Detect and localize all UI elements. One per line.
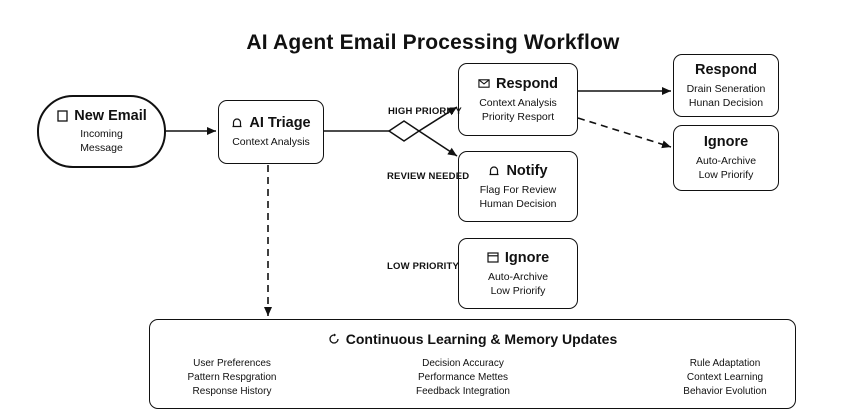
- learning-item: Pattern Respgration: [187, 372, 277, 383]
- node-respond-right-line: Hunan Decision: [688, 96, 764, 109]
- node-new-email-line: Message: [80, 142, 123, 154]
- node-notify-line: Flag For Review: [479, 183, 557, 196]
- node-ignore-middle-line: Low Priorify: [490, 284, 546, 297]
- learning-panel[interactable]: Continuous Learning & Memory Updates: [149, 319, 796, 409]
- node-ai-triage[interactable]: AI Triage Context Analysis: [218, 100, 324, 164]
- window-icon: [487, 252, 499, 264]
- learning-item: Decision Accuracy: [422, 358, 504, 369]
- node-respond-middle-line: Context Analysis: [479, 96, 557, 109]
- node-respond-right-title: Respond: [694, 61, 758, 78]
- learning-item: Rule Adaptation: [689, 358, 761, 369]
- node-notify-line: Human Decision: [479, 197, 557, 210]
- learning-title: Continuous Learning & Memory Updates: [345, 331, 618, 347]
- learning-item: Context Learning: [686, 372, 764, 383]
- node-ignore-middle-header: Ignore: [487, 250, 549, 266]
- learning-item: User Preferences: [193, 358, 271, 369]
- node-ai-triage-header: AI Triage: [231, 115, 311, 131]
- node-new-email[interactable]: New Email Incoming Message: [37, 95, 166, 168]
- node-respond-middle[interactable]: Respond Context Analysis Priority Respor…: [458, 63, 578, 136]
- node-ignore-right[interactable]: Ignore Auto-Archive Low Priorify: [673, 125, 779, 191]
- decision-diamond: [387, 120, 421, 142]
- learning-item: Performance Mettes: [417, 372, 509, 383]
- node-notify[interactable]: Notify Flag For Review Human Decision: [458, 151, 578, 222]
- node-respond-middle-header: Respond: [478, 76, 558, 92]
- node-new-email-header: New Email: [56, 108, 147, 124]
- learning-header: Continuous Learning & Memory Updates: [328, 331, 617, 347]
- refresh-icon: [328, 333, 340, 345]
- node-new-email-title: New Email: [74, 108, 147, 124]
- edge-review-needed: [418, 130, 458, 157]
- learning-item: Behavior Evolution: [683, 386, 767, 397]
- node-notify-title: Notify: [506, 162, 548, 179]
- bell-icon: [231, 117, 243, 129]
- learning-column-1: User Preferences Pattern Respgration Res…: [147, 357, 317, 399]
- document-icon: [56, 110, 68, 122]
- learning-column-3: Rule Adaptation Context Learning Behavio…: [640, 357, 810, 399]
- node-ai-triage-line: Context Analysis: [232, 136, 310, 148]
- node-respond-right[interactable]: Respond Drain Seneration Hunan Decision: [673, 54, 779, 117]
- edge-label-review-needed: REVIEW NEEDED: [387, 171, 470, 182]
- edge-respond-to-ignore: [577, 117, 672, 149]
- learning-item: Feedback Integration: [416, 386, 510, 397]
- node-ignore-middle[interactable]: Ignore Auto-Archive Low Priorify: [458, 238, 578, 309]
- edge-high-priority: [418, 106, 458, 132]
- node-new-email-line: Incoming: [80, 128, 123, 140]
- learning-item: Response History: [192, 386, 272, 397]
- node-respond-middle-line: Priority Resport: [481, 110, 555, 123]
- node-respond-middle-title: Respond: [495, 75, 559, 92]
- diagram-title: AI Agent Email Processing Workflow: [246, 31, 620, 54]
- bell-icon: [488, 165, 500, 177]
- edge-label-high-priority: HIGH PRIORITY: [388, 106, 462, 117]
- node-notify-header: Notify: [488, 162, 548, 179]
- node-ignore-middle-title: Ignore: [504, 249, 550, 266]
- node-ai-triage-title: AI Triage: [249, 115, 311, 131]
- node-ignore-right-line: Low Priorify: [698, 169, 754, 181]
- node-ignore-right-title: Ignore: [703, 134, 749, 150]
- node-ignore-right-line: Auto-Archive: [695, 155, 757, 167]
- learning-column-2: Decision Accuracy Performance Mettes Fee…: [378, 357, 548, 399]
- node-ignore-middle-line: Auto-Archive: [487, 270, 549, 283]
- edge-label-low-priority: LOW PRIORITY: [387, 261, 460, 272]
- envelope-icon: [478, 78, 490, 90]
- node-respond-right-line: Drain Seneration: [686, 82, 766, 95]
